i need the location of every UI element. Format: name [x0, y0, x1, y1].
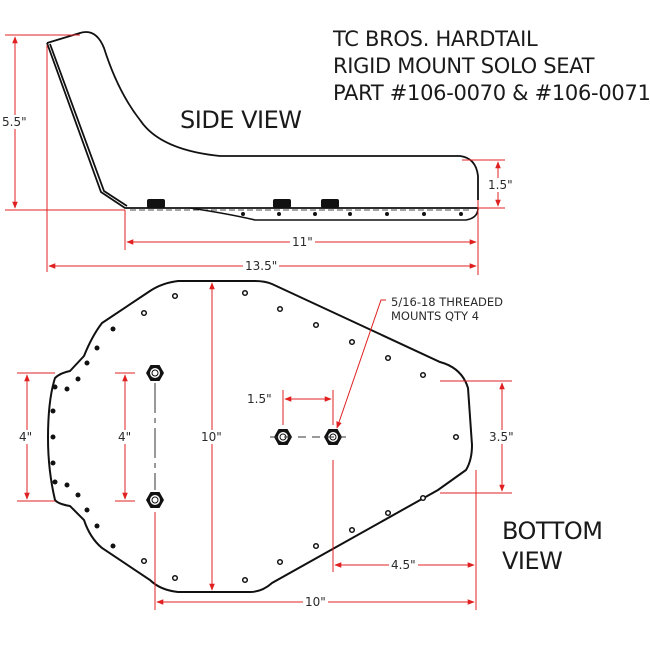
threaded-mounts-callout: 5/16-18 THREADED MOUNTS QTY 4 — [391, 295, 503, 323]
dim-bottom-rear-width: 4" — [17, 430, 35, 444]
side-rivets — [241, 212, 463, 216]
bottom-rivets-filled — [50, 326, 116, 549]
bottom-dimension-lines — [17, 282, 512, 610]
bottom-view-label: BOTTOM VIEW — [502, 516, 603, 576]
dim-bottom-overall-length: 10" — [303, 595, 328, 609]
dim-side-overall-length: 13.5" — [243, 259, 280, 273]
title-line-brand: TC BROS. HARDTAIL — [333, 27, 538, 51]
bottom-view-label-line2: VIEW — [502, 547, 563, 575]
mount-centerlines — [154, 383, 346, 490]
bottom-view-label-line1: BOTTOM — [502, 517, 603, 545]
dim-bottom-mount-spacing-vertical: 4" — [116, 430, 134, 444]
title-line-product: RIGID MOUNT SOLO SEAT — [333, 54, 595, 78]
title-block: TC BROS. HARDTAIL RIGID MOUNT SOLO SEAT … — [333, 26, 650, 107]
side-view-label: SIDE VIEW — [180, 106, 302, 134]
dim-side-height: 5.5" — [0, 115, 29, 129]
callout-line2: MOUNTS QTY 4 — [391, 309, 480, 323]
bottom-view-outline — [46, 280, 474, 593]
dim-side-seat-height: 1.5" — [486, 178, 515, 192]
callout-line1: 5/16-18 THREADED — [391, 295, 504, 309]
dim-side-base-length: 11" — [290, 235, 315, 249]
side-view-outline — [46, 31, 479, 221]
bottom-rivets-hollow — [140, 289, 460, 584]
dim-bottom-overall-width: 10" — [199, 430, 224, 444]
dim-bottom-mount-to-nose: 4.5" — [389, 558, 418, 572]
dim-bottom-nose-width: 3.5" — [487, 430, 516, 444]
title-line-part-number: PART #106-0070 & #106-0071 — [333, 81, 650, 105]
dim-bottom-mount-spacing-horizontal: 1.5" — [245, 392, 274, 406]
side-mounts — [147, 199, 339, 208]
